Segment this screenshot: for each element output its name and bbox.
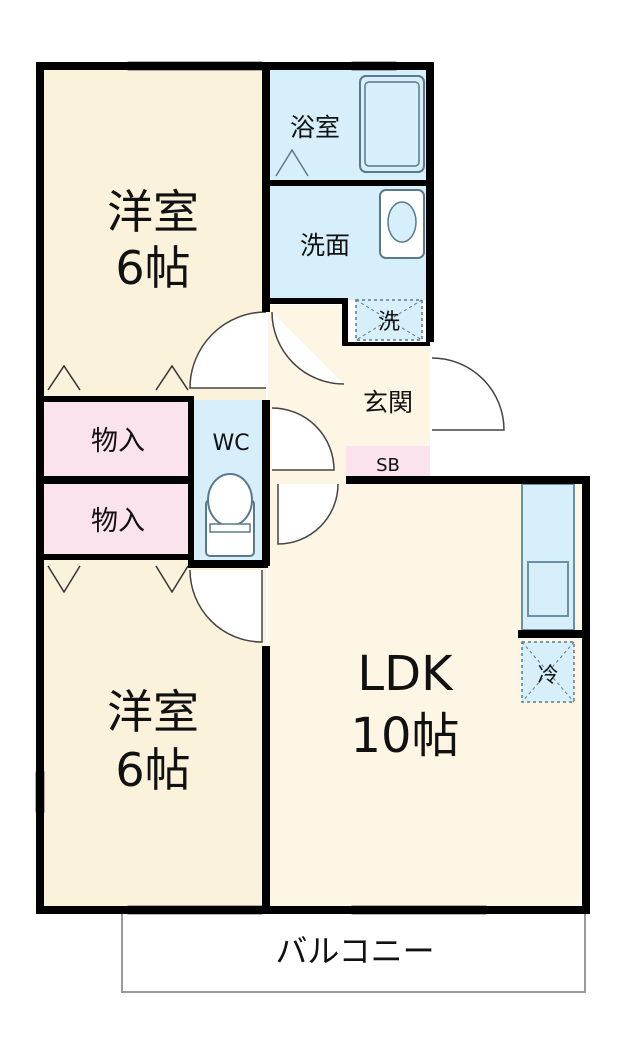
bedroom-bottom-size: 6帖 bbox=[115, 743, 190, 797]
toilet-bowl bbox=[207, 473, 253, 527]
bathtub-inner bbox=[364, 81, 420, 167]
closet-top-name: 物入 bbox=[91, 426, 145, 457]
washer-cross-b bbox=[355, 299, 423, 341]
entrance-name: 玄関 bbox=[363, 388, 413, 417]
bath-step-icon bbox=[275, 148, 309, 177]
entrance-floor bbox=[346, 346, 430, 446]
bedroom-top-name: 洋室 bbox=[107, 185, 199, 239]
closet-bottom-name: 物入 bbox=[91, 506, 145, 537]
bedroom-bottom-name: 洋室 bbox=[107, 685, 199, 739]
shoe-box-name: SB bbox=[376, 455, 400, 476]
ldk-size: 10帖 bbox=[350, 708, 459, 764]
kitchen-sink bbox=[527, 561, 569, 617]
fridge-name: 冷 bbox=[538, 663, 559, 687]
bedroom-top-door-swing bbox=[189, 311, 267, 389]
closet-top-door-mark bbox=[47, 364, 189, 391]
bedroom-top-size: 6帖 bbox=[115, 241, 190, 295]
toilet-seat-edge bbox=[209, 523, 251, 533]
wash-basin-bowl bbox=[387, 201, 417, 243]
fridge-cross-a bbox=[521, 641, 575, 703]
bathroom-name: 浴室 bbox=[290, 113, 340, 142]
washer-name: 洗 bbox=[378, 310, 400, 335]
washroom-name: 洗面 bbox=[300, 231, 350, 260]
bedroom-bottom-door-swing bbox=[189, 569, 263, 643]
closet-bottom-door-mark bbox=[47, 565, 189, 594]
walls bbox=[36, 62, 590, 914]
toilet-name: WC bbox=[212, 431, 249, 456]
shoe-box-floor bbox=[346, 446, 430, 478]
balcony-name: バルコニー bbox=[275, 932, 434, 970]
entrance-door-swing bbox=[431, 357, 505, 431]
hall-door-swing bbox=[271, 311, 345, 385]
toilet-door-swing bbox=[271, 407, 335, 471]
closet-bottom-floor bbox=[40, 480, 192, 558]
closet-top-floor bbox=[40, 400, 192, 478]
bathtub bbox=[359, 75, 425, 173]
fridge-cross-b bbox=[521, 641, 575, 703]
ldk-name: LDK bbox=[357, 646, 454, 702]
balcony-area bbox=[121, 911, 586, 993]
ldk-door-swing bbox=[277, 483, 339, 545]
